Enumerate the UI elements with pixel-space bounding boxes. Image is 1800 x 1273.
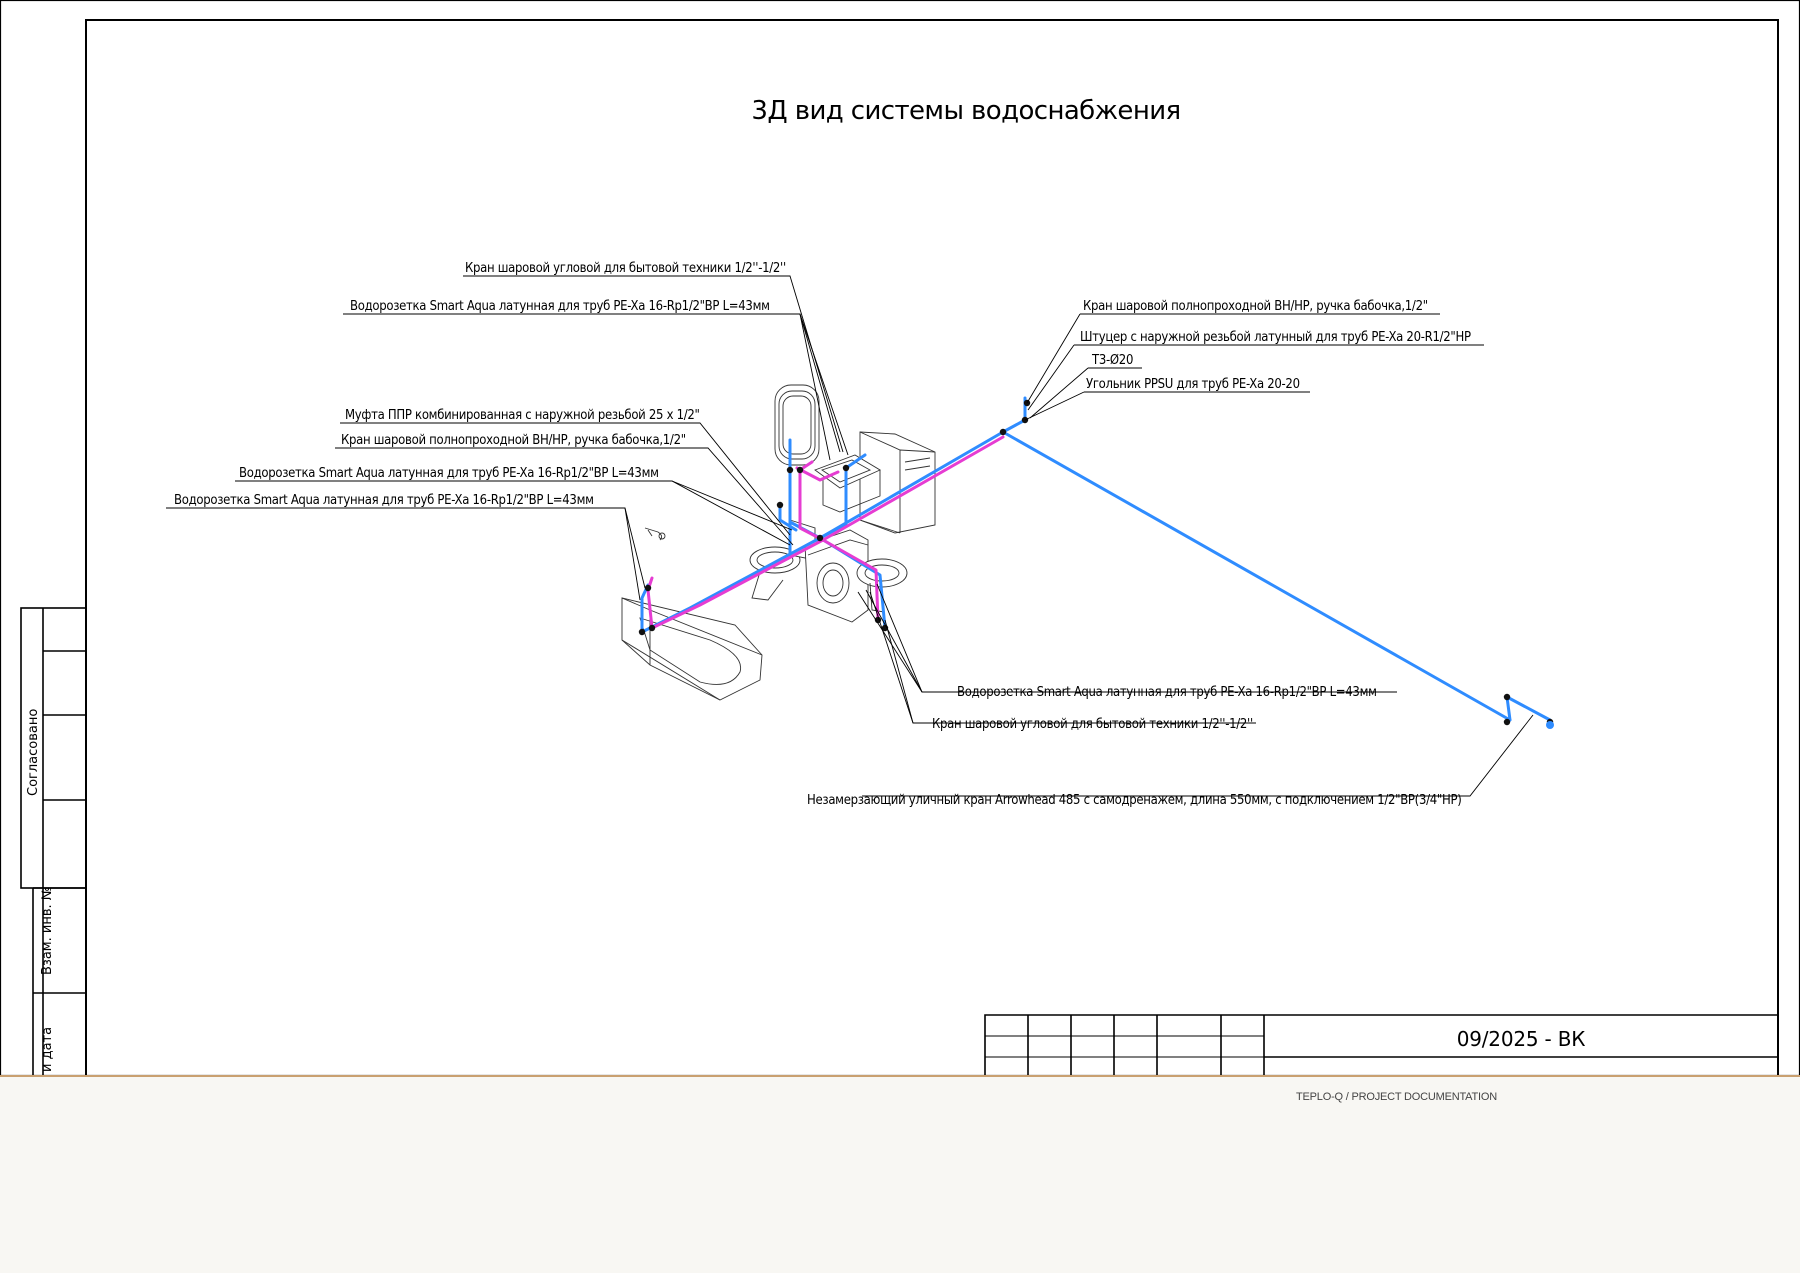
stamp-date: и дата (40, 1027, 55, 1072)
cold-pipe-segment (844, 453, 867, 470)
cold-pipe-segment (778, 503, 798, 532)
drawing-title: 3Д вид системы водоснабжения (751, 96, 1180, 126)
valve-node (816, 534, 824, 542)
callout-angle-valve-sink: Кран шаровой угловой для бытовой техники… (932, 717, 1253, 732)
water-heater (774, 384, 820, 466)
stamp-agreed: Согласовано (26, 709, 41, 796)
callout-fitting: Штуцер с наружной резьбой латунный для т… (1080, 330, 1471, 345)
valve-node (644, 584, 652, 592)
callout-outlet-bath: Водорозетка Smart Aqua латунная для труб… (174, 493, 594, 508)
callout-outlet-top: Водорозетка Smart Aqua латунная для труб… (350, 299, 770, 314)
footer-caption: TEPLO-Q / PROJECT DOCUMENTATION (1296, 1091, 1497, 1103)
callout-t3: Т3-Ø20 (1091, 353, 1133, 368)
hot-pipe-segment (650, 435, 1005, 630)
hot-pipe-segment (795, 466, 840, 482)
hot-water-piping (646, 435, 1005, 630)
callout-ball-valve-right: Кран шаровой полнопроходной ВН/НР, ручка… (1083, 299, 1428, 314)
cold-pipe-segment (818, 466, 848, 540)
callout-elbow: Угольник PPSU для труб PE-Xa 20-20 (1086, 377, 1300, 392)
valve-node (842, 464, 850, 472)
valve-node (776, 501, 784, 509)
cold-pipe-segment (1001, 430, 1512, 722)
leader-lines (166, 275, 1534, 797)
valve-node (1503, 693, 1511, 701)
drawing-frame (85, 19, 1779, 1076)
callout-outdoor-tap: Незамерзающий уличный кран Arrowhead 485… (807, 793, 1461, 808)
drawing-sheet: Согласовано Взам. инв. № и дата 09/2025 … (0, 0, 1800, 1076)
valve-node (648, 624, 656, 632)
outdoor-tap-node (1546, 721, 1554, 729)
hot-pipe-segment (821, 538, 880, 622)
drawing-canvas: Согласовано Взам. инв. № и дата 09/2025 … (0, 0, 1800, 1076)
shower-mixer (644, 527, 666, 541)
callout-outlet-mid: Водорозетка Smart Aqua латунная для труб… (239, 466, 659, 481)
callout-angle-valve-top: Кран шаровой угловой для бытовой техники… (465, 261, 786, 276)
sheet-border (0, 0, 1800, 1076)
valve-node (796, 466, 804, 474)
cold-pipe-segment (1001, 396, 1027, 434)
callout-outlet-sink: Водорозетка Smart Aqua латунная для труб… (957, 685, 1377, 700)
title-block (984, 1014, 1778, 1076)
valve-node (999, 428, 1007, 436)
washing-machine (804, 529, 869, 623)
callout-ball-valve-left: Кран шаровой полнопроходной ВН/НР, ручка… (341, 433, 686, 448)
left-stamp-column (20, 607, 87, 1076)
valve-node (1503, 718, 1511, 726)
stamp-inventory: Взам. инв. № (40, 887, 55, 975)
drawing-code: 09/2025 - ВК (1457, 1027, 1586, 1051)
hot-pipe-segment (798, 468, 825, 542)
valve-node (786, 466, 794, 474)
callout-coupling: Муфта ППР комбинированная с наружной рез… (345, 408, 700, 423)
sheet-bottom-rule (0, 1075, 1800, 1077)
valve-node (638, 628, 646, 636)
